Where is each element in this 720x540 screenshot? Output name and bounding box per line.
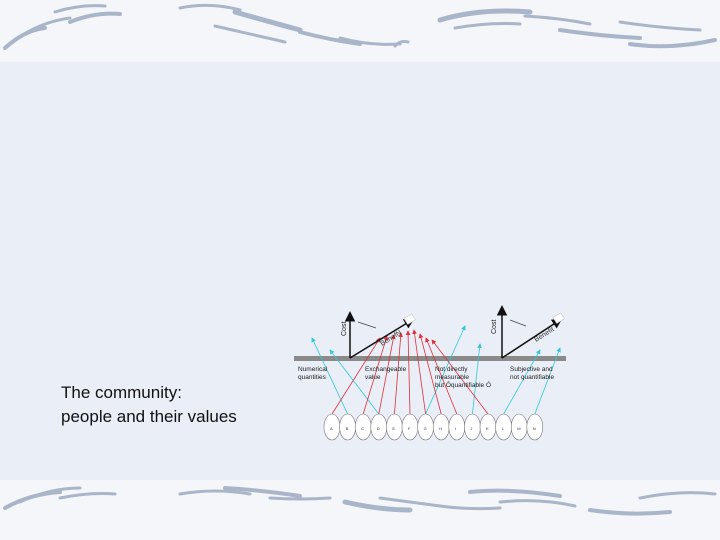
red-arrow bbox=[408, 331, 410, 414]
person-label: G bbox=[424, 426, 427, 431]
category-exchangeable-line1: Exchangeable bbox=[365, 366, 407, 373]
person-label: C bbox=[361, 426, 364, 431]
category-subjective-line2: not quantifiable bbox=[510, 374, 554, 381]
person-oval: L bbox=[496, 414, 512, 440]
right-slope-line bbox=[510, 320, 526, 326]
category-labels: Numerical quantities Exchangeable value … bbox=[298, 366, 554, 389]
left-benefit-axis-line bbox=[350, 320, 412, 358]
person-oval: I bbox=[449, 414, 465, 440]
person-oval: G bbox=[418, 414, 434, 440]
right-benefit-marker bbox=[553, 313, 564, 324]
person-oval: E bbox=[386, 414, 402, 440]
category-numerical-line2: quantities bbox=[298, 374, 327, 381]
left-benefit-marker bbox=[404, 314, 415, 325]
left-axis: Cost BenefN bbox=[341, 314, 415, 358]
person-label: N bbox=[533, 426, 536, 431]
category-measurable-line3: but Ôquantifiable Ó bbox=[435, 380, 491, 389]
top-decorative-band bbox=[0, 0, 720, 62]
red-arrow bbox=[379, 335, 394, 414]
person-oval: M bbox=[511, 414, 527, 440]
person-oval: B bbox=[340, 414, 356, 440]
slide-caption: The community: people and their values bbox=[61, 381, 301, 429]
category-numerical-line1: Numerical bbox=[298, 366, 328, 373]
cyan-arrow bbox=[472, 344, 480, 414]
person-oval: D bbox=[371, 414, 387, 440]
person-oval: A bbox=[324, 414, 340, 440]
category-exchangeable-line2: value bbox=[365, 374, 381, 381]
caption-line-2: people and their values bbox=[61, 405, 301, 429]
category-measurable-line1: Not directly bbox=[435, 366, 468, 373]
right-cost-label: Cost bbox=[491, 320, 498, 334]
person-oval: K bbox=[480, 414, 496, 440]
bottom-decorative-band bbox=[0, 480, 720, 540]
person-label: K bbox=[486, 426, 489, 431]
person-label: I bbox=[455, 426, 456, 431]
left-cost-label: Cost bbox=[341, 322, 348, 336]
person-label: A bbox=[330, 426, 333, 431]
category-measurable-line2: measurable bbox=[435, 374, 469, 381]
person-oval: F bbox=[402, 414, 418, 440]
red-arrow bbox=[394, 333, 401, 414]
value-diagram: Cost BenefN Cost Benefit Numerical quant… bbox=[290, 300, 570, 445]
person-oval: C bbox=[355, 414, 371, 440]
person-oval: N bbox=[527, 414, 543, 440]
person-label: B bbox=[346, 426, 349, 431]
person-label: E bbox=[392, 426, 395, 431]
person-oval-shape bbox=[449, 414, 465, 440]
person-label: J bbox=[470, 426, 472, 431]
caption-line-1: The community: bbox=[61, 381, 301, 405]
person-oval: H bbox=[433, 414, 449, 440]
category-subjective-line1: Subjective and bbox=[510, 366, 553, 373]
right-benefit-label: Benefit bbox=[533, 326, 555, 344]
person-label: D bbox=[377, 426, 380, 431]
right-axis: Cost Benefit bbox=[491, 308, 564, 358]
left-slope-line bbox=[358, 322, 376, 328]
person-label: M bbox=[517, 426, 520, 431]
person-label: H bbox=[439, 426, 442, 431]
person-oval: J bbox=[464, 414, 480, 440]
red-arrow bbox=[414, 330, 426, 414]
